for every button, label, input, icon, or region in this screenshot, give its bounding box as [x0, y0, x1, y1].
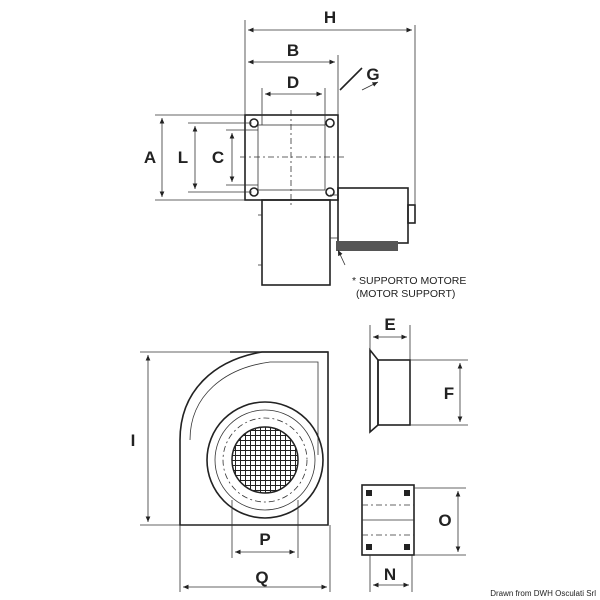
- dim-label-b: B: [287, 41, 299, 60]
- dim-label-d: D: [287, 73, 299, 92]
- dim-label-p: P: [259, 530, 270, 549]
- dim-label-e: E: [384, 315, 395, 334]
- front-view: [140, 351, 331, 592]
- dim-label-h: H: [324, 8, 336, 27]
- dim-label-l: L: [178, 148, 188, 167]
- dim-label-g: G: [366, 65, 379, 84]
- dim-label-i: I: [131, 431, 136, 450]
- dim-label-o: O: [438, 511, 451, 530]
- side-views: [361, 325, 468, 592]
- dim-label-f: F: [444, 384, 454, 403]
- dim-label-n: N: [384, 565, 396, 584]
- dim-label-c: C: [212, 148, 224, 167]
- motor-support-note-en: (MOTOR SUPPORT): [356, 288, 455, 300]
- dim-label-q: Q: [255, 568, 268, 587]
- dim-label-a: A: [144, 148, 156, 167]
- credit-text: Drawn from DWH Osculati Srl: [490, 589, 596, 598]
- motor-support-note: * SUPPORTO MOTORE: [352, 275, 466, 287]
- dimensions-top: [155, 20, 416, 266]
- top-view: [240, 67, 416, 286]
